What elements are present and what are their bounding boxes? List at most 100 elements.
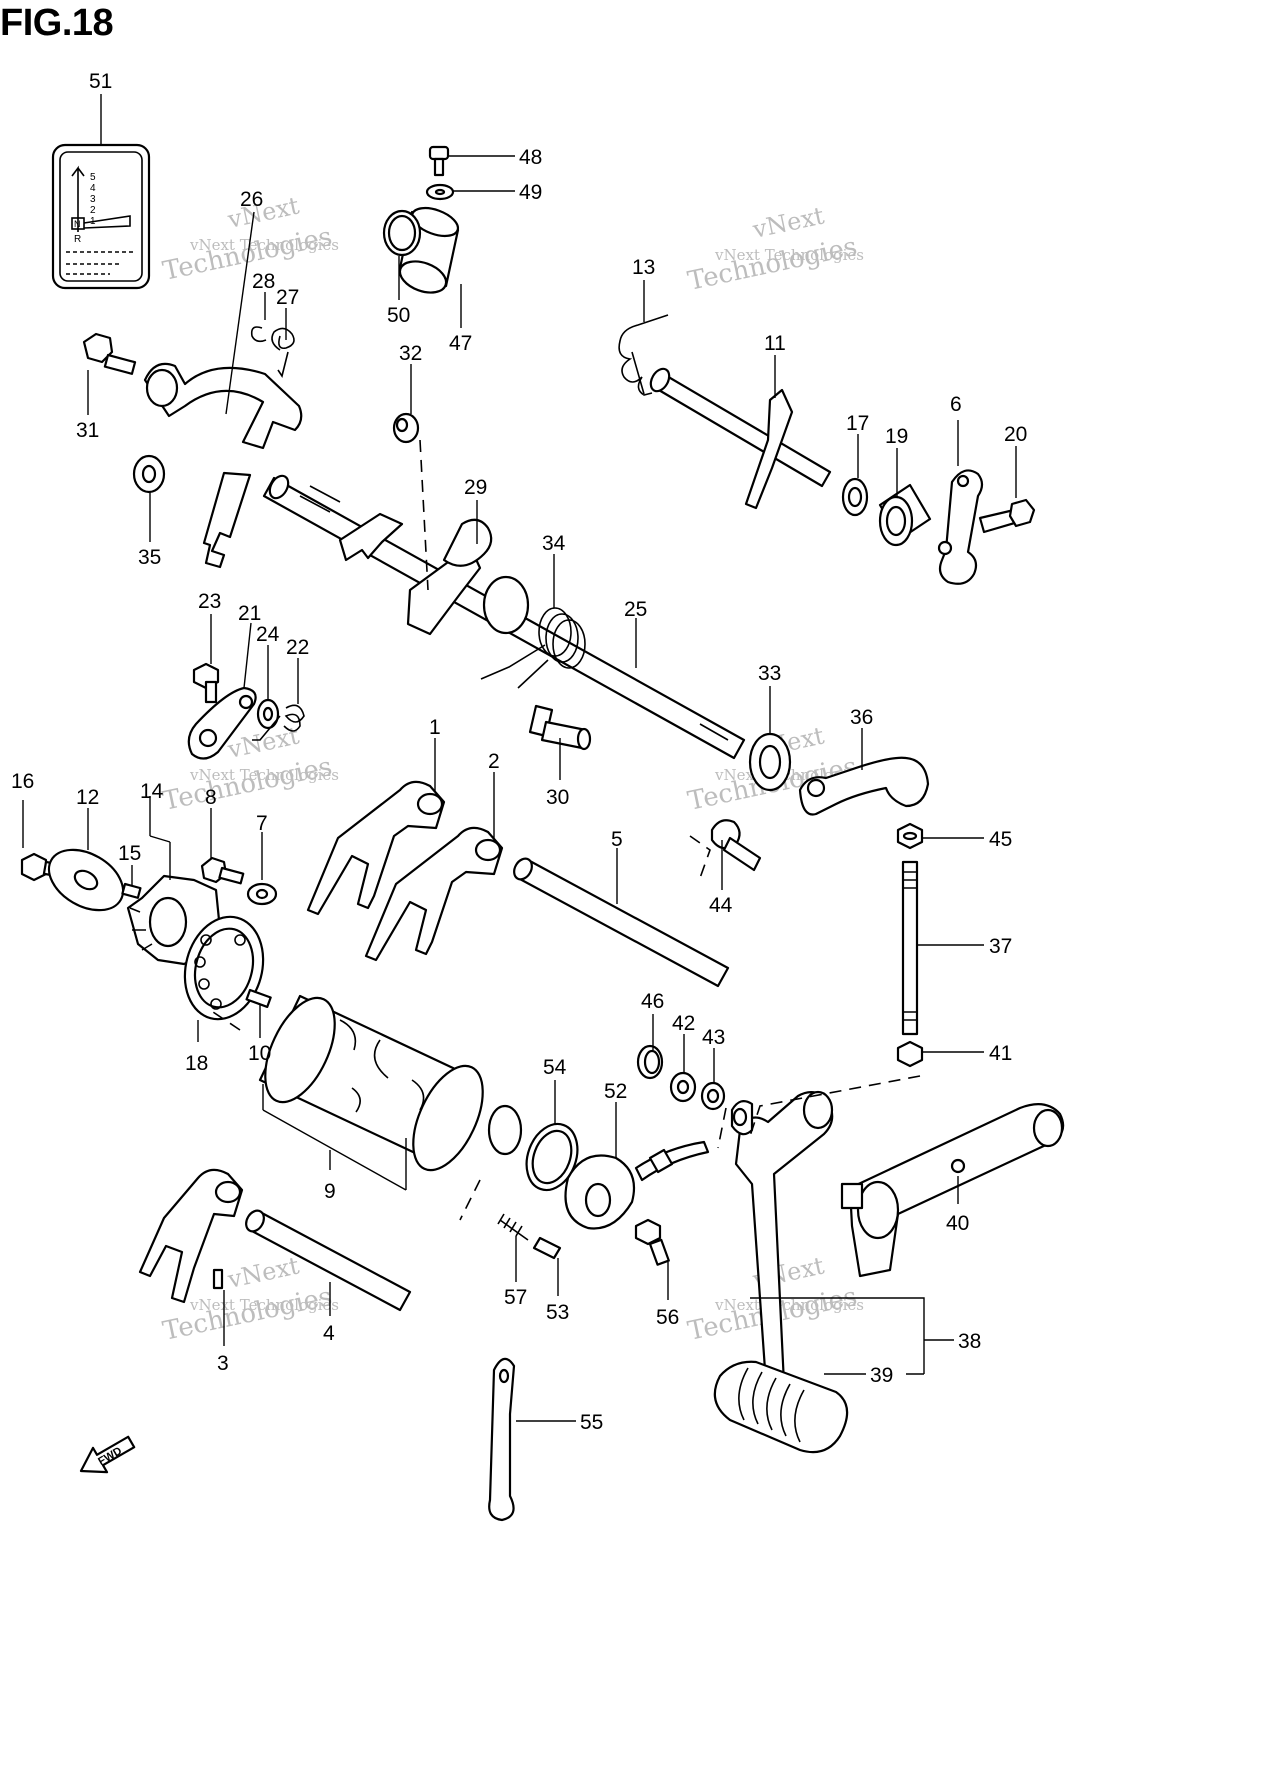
spring-57 bbox=[497, 1213, 529, 1241]
washer-43 bbox=[700, 1081, 726, 1111]
callout-38[interactable]: 38 bbox=[750, 1297, 981, 1374]
svg-text:45: 45 bbox=[989, 828, 1012, 851]
cam-guide-plate-12 bbox=[47, 848, 125, 912]
callout-10[interactable]: 10 bbox=[248, 1004, 271, 1065]
callout-8[interactable]: 8 bbox=[205, 786, 217, 858]
callout-48[interactable]: 48 bbox=[448, 146, 542, 169]
callout-27[interactable]: 27 bbox=[276, 286, 299, 340]
callout-44[interactable]: 44 bbox=[709, 840, 733, 917]
callout-52[interactable]: 52 bbox=[604, 1080, 627, 1158]
callout-50[interactable]: 50 bbox=[387, 256, 410, 327]
callout-49[interactable]: 49 bbox=[453, 181, 542, 204]
callout-18[interactable]: 18 bbox=[185, 1020, 208, 1075]
callout-29[interactable]: 29 bbox=[464, 476, 487, 544]
callout-17[interactable]: 17 bbox=[846, 412, 869, 478]
callout-30[interactable]: 30 bbox=[546, 738, 569, 809]
callout-14[interactable]: 14 bbox=[140, 780, 171, 880]
washer-49 bbox=[425, 183, 455, 201]
washer-24 bbox=[256, 698, 280, 730]
svg-text:21: 21 bbox=[238, 602, 261, 625]
svg-text:34: 34 bbox=[542, 532, 566, 555]
svg-text:47: 47 bbox=[449, 332, 472, 355]
callout-15[interactable]: 15 bbox=[118, 842, 141, 886]
watermark-2: vNext Technologies vNext Technologies bbox=[685, 201, 864, 296]
callout-28[interactable]: 28 bbox=[252, 270, 275, 320]
callout-6[interactable]: 6 bbox=[950, 393, 962, 466]
bearing-19 bbox=[878, 483, 932, 547]
callout-45[interactable]: 45 bbox=[922, 828, 1012, 851]
svg-text:11: 11 bbox=[764, 332, 786, 355]
callout-19[interactable]: 19 bbox=[885, 425, 908, 496]
callout-9[interactable]: 9 bbox=[262, 1084, 407, 1203]
svg-text:42: 42 bbox=[672, 1012, 695, 1035]
callout-34[interactable]: 34 bbox=[542, 532, 566, 608]
svg-text:51: 51 bbox=[89, 70, 112, 93]
callout-46[interactable]: 46 bbox=[641, 990, 664, 1050]
callout-43[interactable]: 43 bbox=[702, 1026, 725, 1084]
svg-text:8: 8 bbox=[205, 786, 217, 809]
callout-23[interactable]: 23 bbox=[198, 590, 221, 664]
callout-11[interactable]: 11 bbox=[764, 332, 786, 398]
callout-56[interactable]: 56 bbox=[656, 1262, 679, 1329]
watermark-3: vNext Technologies vNext Technologies bbox=[160, 721, 339, 816]
shift-pattern-label-plate: 5 4 3 2 1 N R bbox=[51, 143, 151, 290]
callout-3[interactable]: 3 bbox=[217, 1290, 229, 1375]
callout-22[interactable]: 22 bbox=[286, 636, 309, 704]
callout-24[interactable]: 24 bbox=[256, 623, 280, 700]
callout-41[interactable]: 41 bbox=[922, 1042, 1012, 1065]
svg-text:26: 26 bbox=[240, 188, 263, 211]
callout-1[interactable]: 1 bbox=[429, 716, 441, 792]
callout-51[interactable]: 51 bbox=[89, 70, 112, 145]
callout-32[interactable]: 32 bbox=[399, 342, 422, 414]
callout-20[interactable]: 20 bbox=[1004, 423, 1027, 498]
svg-text:40: 40 bbox=[946, 1212, 969, 1235]
svg-text:N: N bbox=[74, 219, 81, 229]
svg-text:44: 44 bbox=[709, 894, 733, 917]
svg-text:15: 15 bbox=[118, 842, 141, 865]
callout-13[interactable]: 13 bbox=[632, 256, 655, 322]
svg-text:41: 41 bbox=[989, 1042, 1012, 1065]
svg-text:57: 57 bbox=[504, 1286, 527, 1309]
svg-text:2: 2 bbox=[488, 750, 500, 773]
callout-57[interactable]: 57 bbox=[504, 1236, 527, 1309]
svg-text:14: 14 bbox=[140, 780, 164, 803]
o-ring-54 bbox=[525, 1122, 579, 1192]
callout-40[interactable]: 40 bbox=[946, 1176, 969, 1235]
callout-5[interactable]: 5 bbox=[611, 828, 623, 904]
callout-53[interactable]: 53 bbox=[546, 1258, 569, 1324]
callout-47[interactable]: 47 bbox=[449, 284, 472, 355]
gear-shift-shaft-11 bbox=[649, 367, 832, 510]
svg-text:19: 19 bbox=[885, 425, 908, 448]
washer-7 bbox=[246, 882, 278, 906]
svg-text:55: 55 bbox=[580, 1411, 603, 1434]
washer-35 bbox=[132, 454, 166, 494]
svg-text:48: 48 bbox=[519, 146, 542, 169]
callout-35[interactable]: 35 bbox=[138, 492, 161, 569]
callout-55[interactable]: 55 bbox=[516, 1411, 603, 1434]
callout-54[interactable]: 54 bbox=[543, 1056, 567, 1124]
callout-39[interactable]: 3939 bbox=[824, 1360, 924, 1388]
callout-2[interactable]: 2 bbox=[488, 750, 500, 838]
svg-text:56: 56 bbox=[656, 1306, 679, 1329]
callout-25[interactable]: 25 bbox=[624, 598, 647, 668]
svg-text:28: 28 bbox=[252, 270, 275, 293]
callout-26[interactable]: 26 bbox=[225, 188, 263, 415]
gear-shift-pedal-rubber-39 bbox=[713, 1360, 849, 1454]
callout-7[interactable]: 7 bbox=[256, 812, 268, 880]
callout-12[interactable]: 12 bbox=[76, 786, 99, 850]
callout-33[interactable]: 33 bbox=[758, 662, 781, 734]
gear-shift-fork-shaft-5 bbox=[513, 857, 730, 988]
callout-36[interactable]: 36 bbox=[850, 706, 873, 770]
parts: 5 4 3 2 1 N R bbox=[20, 143, 1065, 1522]
callout-21[interactable]: 21 bbox=[238, 602, 261, 689]
svg-text:10: 10 bbox=[248, 1042, 271, 1065]
callout-31[interactable]: 31 bbox=[76, 370, 99, 442]
callout-4[interactable]: 4 bbox=[323, 1282, 335, 1345]
svg-text:1: 1 bbox=[429, 716, 441, 739]
callout-42[interactable]: 42 bbox=[672, 1012, 695, 1074]
callout-37[interactable]: 37 bbox=[917, 935, 1012, 958]
clamp-55 bbox=[488, 1357, 516, 1522]
callout-16[interactable]: 16 bbox=[11, 770, 34, 848]
fwd-direction-arrow: FWD bbox=[79, 1435, 136, 1474]
svg-text:vNext: vNext bbox=[224, 1251, 302, 1294]
